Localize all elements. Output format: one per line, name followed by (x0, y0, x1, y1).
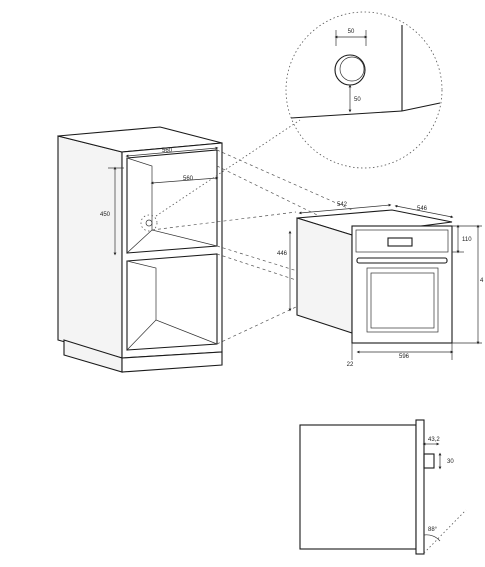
door-thickness-label: 43,2 (428, 437, 440, 443)
oven-front-offset-label: 22 (347, 362, 354, 368)
oven-depth-top-label: 542 (337, 202, 348, 208)
handle-depth-label: 30 (447, 459, 454, 465)
cabinet-dimensions: 560 560 450 (100, 146, 219, 256)
oven-display (387, 237, 413, 247)
oven-total-height-label: 4 (480, 278, 484, 284)
socket-width-label: 50 (348, 29, 355, 35)
oven-dimensions: 542 546 446 110 4 596 22 (277, 202, 484, 368)
cabinet (57, 126, 223, 373)
oven-width-label: 596 (399, 354, 410, 360)
side-view-handle (423, 453, 435, 469)
oven-body-height-label: 446 (277, 251, 288, 257)
oven-handle (356, 257, 448, 264)
door-angle-label: 88° (428, 527, 438, 533)
oven-panel-height-label: 110 (462, 237, 472, 243)
cabinet-width-top-label: 560 (162, 148, 173, 154)
oven-depth-side-label: 546 (417, 206, 428, 212)
cabinet-niche-height-label: 450 (100, 212, 111, 218)
socket-detail: 50 50 (285, 11, 443, 169)
socket-height-label: 50 (354, 97, 361, 103)
projection-lines (151, 119, 353, 345)
oven (296, 209, 453, 344)
side-view-door (415, 419, 425, 555)
socket-marker (145, 219, 153, 227)
side-view: 43,2 30 88° (299, 419, 467, 555)
side-view-body (299, 424, 417, 550)
cabinet-width-inner-label: 560 (183, 176, 194, 182)
socket-detail-callout (140, 214, 158, 232)
